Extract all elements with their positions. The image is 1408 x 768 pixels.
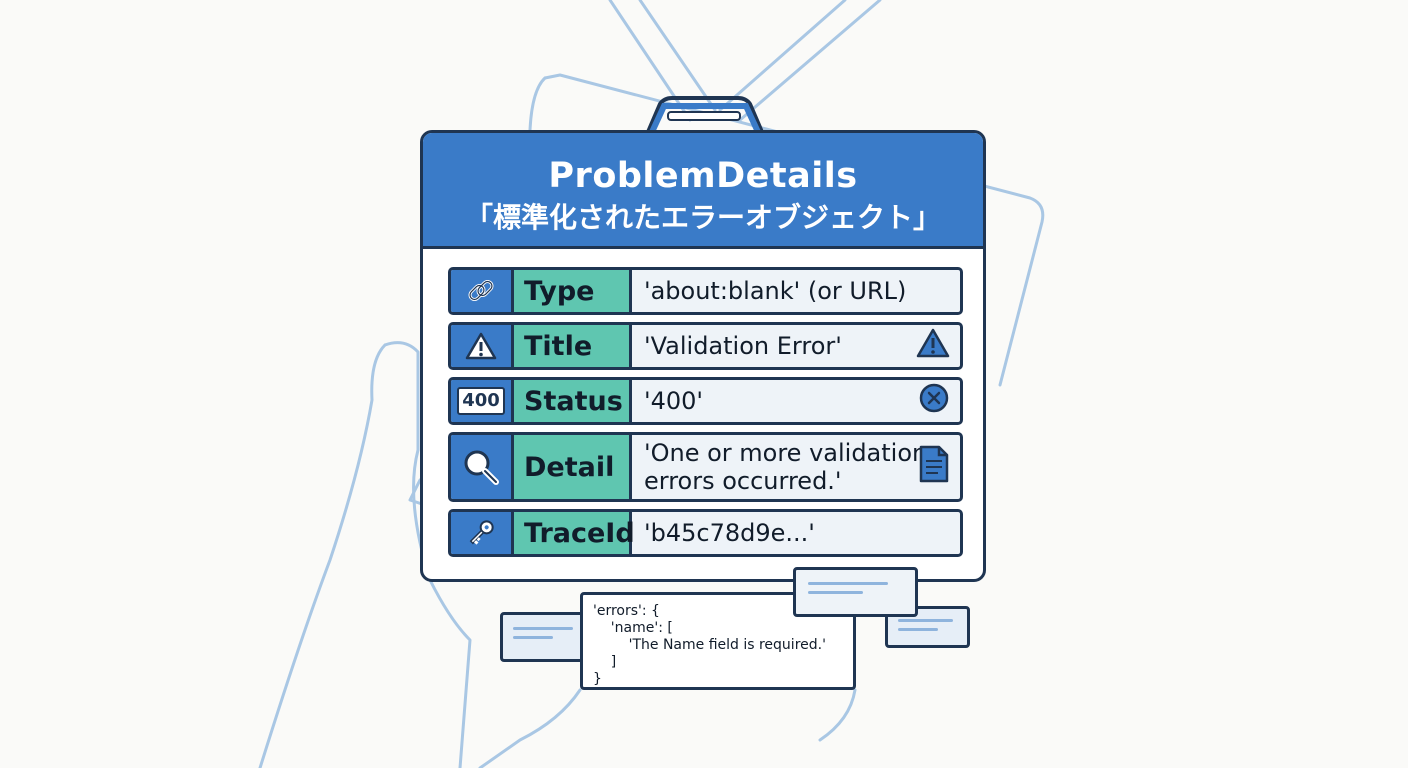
row-title: Title 'Validation Error' (448, 322, 963, 370)
row-traceid: TraceId 'b45c78d9e...' (448, 509, 963, 557)
error-circle-icon (918, 382, 950, 420)
key-icon (451, 512, 514, 554)
errors-snippet-line: ] (593, 654, 617, 670)
link-icon (451, 270, 514, 312)
row-detail-value-line2: errors occurred.' (644, 467, 842, 495)
errors-snippet-line: } (593, 671, 602, 687)
row-type-key: Type (514, 270, 632, 312)
row-traceid-key: TraceId (514, 512, 635, 554)
row-traceid-value: 'b45c78d9e...' (644, 519, 815, 547)
problem-details-card: ProblemDetails 「標準化されたエラーオブジェクト」 Type (420, 130, 986, 582)
row-status-value: '400' (644, 387, 704, 415)
magnifier-icon (451, 435, 514, 499)
left-hand-outline (383, 341, 472, 768)
errors-snippet-line: 'The Name field is required.' (593, 637, 826, 653)
errors-snippet-line: 'name': [ (593, 620, 673, 636)
card-title: ProblemDetails (548, 156, 858, 196)
lanyard-strap-right-inner (718, 0, 847, 112)
row-detail-value: 'One or more validation errors occurred.… (644, 439, 927, 495)
row-status-value-cell: '400' (632, 380, 960, 422)
note-card-top (793, 567, 918, 617)
row-type: Type 'about:blank' (or URL) (448, 267, 963, 315)
row-title-value: 'Validation Error' (644, 332, 842, 360)
row-status: 400 Status '400' (448, 377, 963, 425)
card-subtitle: 「標準化されたエラーオブジェクト」 (464, 201, 941, 234)
row-type-value: 'about:blank' (or URL) (644, 277, 907, 305)
document-icon (918, 444, 950, 490)
warning-icon (916, 328, 950, 364)
lanyard-clip-icon (646, 96, 764, 134)
lanyard-strap-left (608, 0, 692, 122)
bottom-hand-outline (478, 688, 582, 768)
warning-icon (451, 325, 514, 367)
lanyard-strap-right (738, 0, 882, 122)
status-400-icon: 400 (451, 380, 514, 422)
row-detail-value-cell: 'One or more validation errors occurred.… (632, 435, 960, 499)
errors-snippet-line: 'errors': { (593, 603, 660, 619)
row-status-key: Status (514, 380, 632, 422)
row-detail-value-line1: 'One or more validation (644, 439, 928, 467)
note-card-left (500, 612, 590, 662)
status-400-badge: 400 (457, 387, 505, 415)
row-traceid-value-cell: 'b45c78d9e...' (632, 512, 960, 554)
row-detail: Detail 'One or more validation errors oc… (448, 432, 963, 502)
row-detail-key: Detail (514, 435, 632, 499)
card-header: ProblemDetails 「標準化されたエラーオブジェクト」 (423, 133, 983, 249)
row-title-value-cell: 'Validation Error' (632, 325, 960, 367)
back-card-outline (543, 73, 1045, 387)
row-title-key: Title (514, 325, 632, 367)
row-type-value-cell: 'about:blank' (or URL) (632, 270, 960, 312)
lanyard-strap-left-inner (638, 0, 717, 112)
